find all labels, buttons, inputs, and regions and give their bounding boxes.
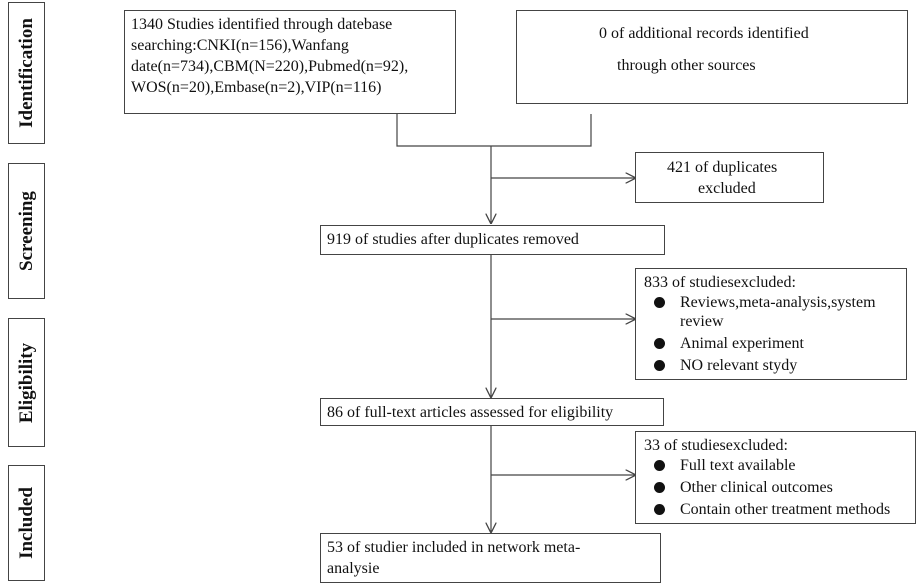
bullet-icon xyxy=(654,297,665,308)
screen-excluded-box: 833 of studiesexcluded: Reviews,meta-ana… xyxy=(635,268,907,380)
database-search-text: 1340 Studies identified through datebase… xyxy=(131,16,409,96)
duplicates-excluded-line2: excluded xyxy=(698,180,756,197)
stage-included: Included xyxy=(8,465,45,581)
screen-excluded-item: Animal experiment xyxy=(644,334,898,353)
eligibility-excluded-item: Other clinical outcomes xyxy=(644,478,907,497)
eligibility-excluded-item: Full text available xyxy=(644,456,907,475)
eligibility-excluded-box: 33 of studiesexcluded: Full text availab… xyxy=(635,431,916,524)
stage-screening: Screening xyxy=(8,163,45,299)
included-studies-box: 53 of studier included in network meta- … xyxy=(320,533,661,583)
merge-bracket xyxy=(396,114,592,147)
bullet-icon xyxy=(654,360,665,371)
additional-records-box: 0 of additional records identified throu… xyxy=(516,10,908,104)
screen-excluded-item: NO relevant stydy xyxy=(644,356,898,375)
screen-excluded-list: Reviews,meta-analysis,system review Anim… xyxy=(644,293,898,375)
included-studies-text: 53 of studier included in network meta- … xyxy=(327,539,581,577)
screen-excluded-title: 833 of studiesexcluded: xyxy=(644,274,796,291)
after-duplicates-box: 919 of studies after duplicates removed xyxy=(320,225,665,255)
eligibility-excluded-item: Contain other treatment methods xyxy=(644,500,907,519)
duplicates-excluded-box: 421 of duplicates excluded xyxy=(635,152,824,203)
additional-records-line2: through other sources xyxy=(617,57,756,74)
after-duplicates-text: 919 of studies after duplicates removed xyxy=(327,231,579,248)
stage-eligibility: Eligibility xyxy=(8,318,45,447)
bullet-icon xyxy=(654,338,665,349)
database-search-box: 1340 Studies identified through datebase… xyxy=(124,10,456,114)
bullet-icon xyxy=(654,504,665,515)
full-text-assessed-text: 86 of full-text articles assessed for el… xyxy=(327,404,614,421)
full-text-assessed-box: 86 of full-text articles assessed for el… xyxy=(320,398,664,426)
eligibility-excluded-title: 33 of studiesexcluded: xyxy=(644,437,788,454)
stage-identification: Identification xyxy=(8,2,45,144)
additional-records-line1: 0 of additional records identified xyxy=(599,25,809,42)
eligibility-excluded-list: Full text available Other clinical outco… xyxy=(644,456,907,519)
duplicates-excluded-line1: 421 of duplicates xyxy=(667,159,778,176)
screen-excluded-item: Reviews,meta-analysis,system review xyxy=(644,293,898,331)
bullet-icon xyxy=(654,482,665,493)
bullet-icon xyxy=(654,460,665,471)
